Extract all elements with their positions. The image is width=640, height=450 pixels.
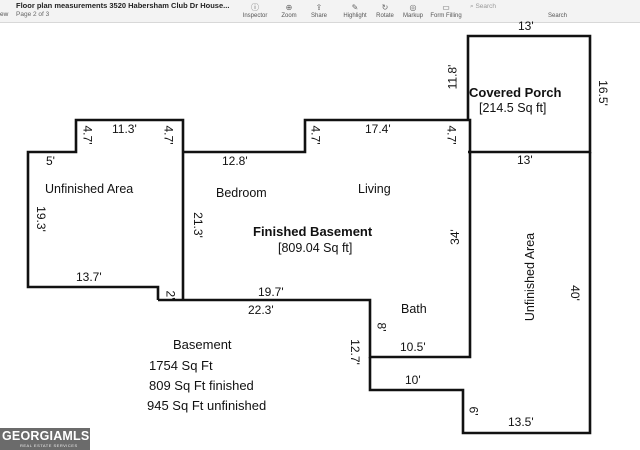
zoom-icon: ⊕: [285, 3, 293, 12]
label-bedroom: Bedroom: [216, 186, 267, 200]
label-unfinished-left: Unfinished Area: [45, 182, 134, 196]
dim-left-notch-right: 4.7': [161, 125, 176, 145]
inspector-button[interactable]: ⓘ Inspector: [235, 3, 275, 19]
share-button[interactable]: ⇪ Share: [299, 3, 339, 19]
right-unfinished-wall: [368, 152, 592, 435]
dim-lower-six: 6': [466, 406, 481, 416]
share-label: Share: [310, 13, 327, 19]
dim-porch-right: 16.5': [595, 80, 610, 106]
dim-mid-top: 17.4': [365, 122, 391, 136]
dim-basement-bottom-outer: 22.3': [248, 303, 274, 317]
basement-outline-wall: [158, 118, 472, 359]
info-icon: ⓘ: [251, 3, 259, 12]
markup-label: Markup: [402, 13, 423, 19]
dim-living-right: 34': [447, 229, 462, 245]
inspector-label: Inspector: [242, 13, 268, 19]
search-icon: ⌕: [470, 3, 476, 10]
notes-finished: 809 Sq Ft finished: [149, 378, 254, 393]
left-unfinished-wall: [26, 118, 185, 300]
label-porch-area: [214.5 Sq ft]: [479, 101, 547, 115]
dim-left-notch-top: 11.3': [112, 122, 137, 136]
dim-right-long: 40': [567, 285, 582, 301]
markup-icon: ◎: [409, 3, 417, 12]
notes-heading: Basement: [173, 337, 232, 352]
dim-bedroom-top: 12.8': [222, 154, 248, 168]
notes-total: 1754 Sq Ft: [149, 358, 213, 373]
logo-text: GEORGIAMLS: [2, 429, 90, 443]
rotate-icon: ↻: [381, 3, 389, 12]
logo-subtitle: REAL ESTATE SERVICES: [20, 443, 78, 448]
dim-small-step: 2': [163, 290, 178, 300]
rotate-label: Rotate: [376, 13, 394, 19]
form-filling-label: Form Filling: [430, 13, 462, 19]
dim-left-notch-left: 4.7': [80, 125, 95, 145]
dim-mid-notch-right: 4.7': [444, 125, 459, 145]
highlight-icon: ✎: [351, 3, 359, 12]
label-finished-area: [809.04 Sq ft]: [278, 241, 353, 255]
rotate-button[interactable]: ↻ Rotate: [365, 3, 405, 19]
search-label: Search: [548, 13, 568, 19]
dim-bath-side: 8': [374, 322, 389, 332]
label-living: Living: [358, 182, 391, 196]
page-indicator: Page 2 of 3: [16, 11, 50, 18]
label-finished-basement: Finished Basement: [253, 224, 373, 239]
porch-wall: [466, 34, 592, 154]
share-icon: ⇪: [315, 3, 323, 12]
dim-porch-bottom: 13': [517, 153, 533, 167]
dim-porch-top: 13': [518, 19, 534, 33]
dim-left-bottom: 13.7': [76, 270, 102, 284]
document-title: Floor plan measurements 3520 Habersham C…: [16, 1, 230, 10]
zoom-button[interactable]: ⊕ Zoom: [269, 3, 309, 19]
label-unfinished-right: Unfinished Area: [523, 232, 538, 322]
dim-bath-bottom: 10.5': [400, 340, 426, 354]
label-bath: Bath: [401, 302, 427, 316]
search-placeholder: Search: [475, 3, 497, 10]
highlight-button[interactable]: ✎ Highlight: [335, 3, 375, 19]
dim-left-side: 19.3': [33, 206, 48, 232]
markup-button[interactable]: ◎ Markup: [393, 3, 433, 19]
dim-right-bottom: 13.5': [508, 415, 534, 429]
window-toolbar: ew Floor plan measurements 3520 Habersha…: [0, 0, 640, 23]
dim-left-top: 5': [46, 154, 55, 168]
dim-basement-bottom-inner: 19.7': [258, 285, 284, 299]
zoom-label: Zoom: [281, 13, 297, 19]
form-icon: ▭: [442, 3, 450, 12]
form-filling-button[interactable]: ▭ Form Filling: [420, 3, 472, 19]
search-field[interactable]: ⌕ Search: [470, 3, 550, 12]
dim-mid-notch-left: 4.7': [308, 125, 323, 145]
georgiamls-logo: GEORGIAMLS REAL ESTATE SERVICES: [0, 428, 90, 450]
notes-unfinished: 945 Sq Ft unfinished: [147, 398, 267, 413]
dim-bedroom-side: 21.3': [190, 212, 205, 238]
dim-stair-drop: 12.7': [347, 339, 362, 365]
dim-lower-ten: 10': [405, 373, 421, 387]
dim-porch-left: 11.8': [445, 64, 460, 90]
highlight-label: Highlight: [343, 13, 367, 19]
toolbar-fragment: ew: [0, 11, 9, 18]
label-covered-porch: Covered Porch: [469, 85, 562, 100]
